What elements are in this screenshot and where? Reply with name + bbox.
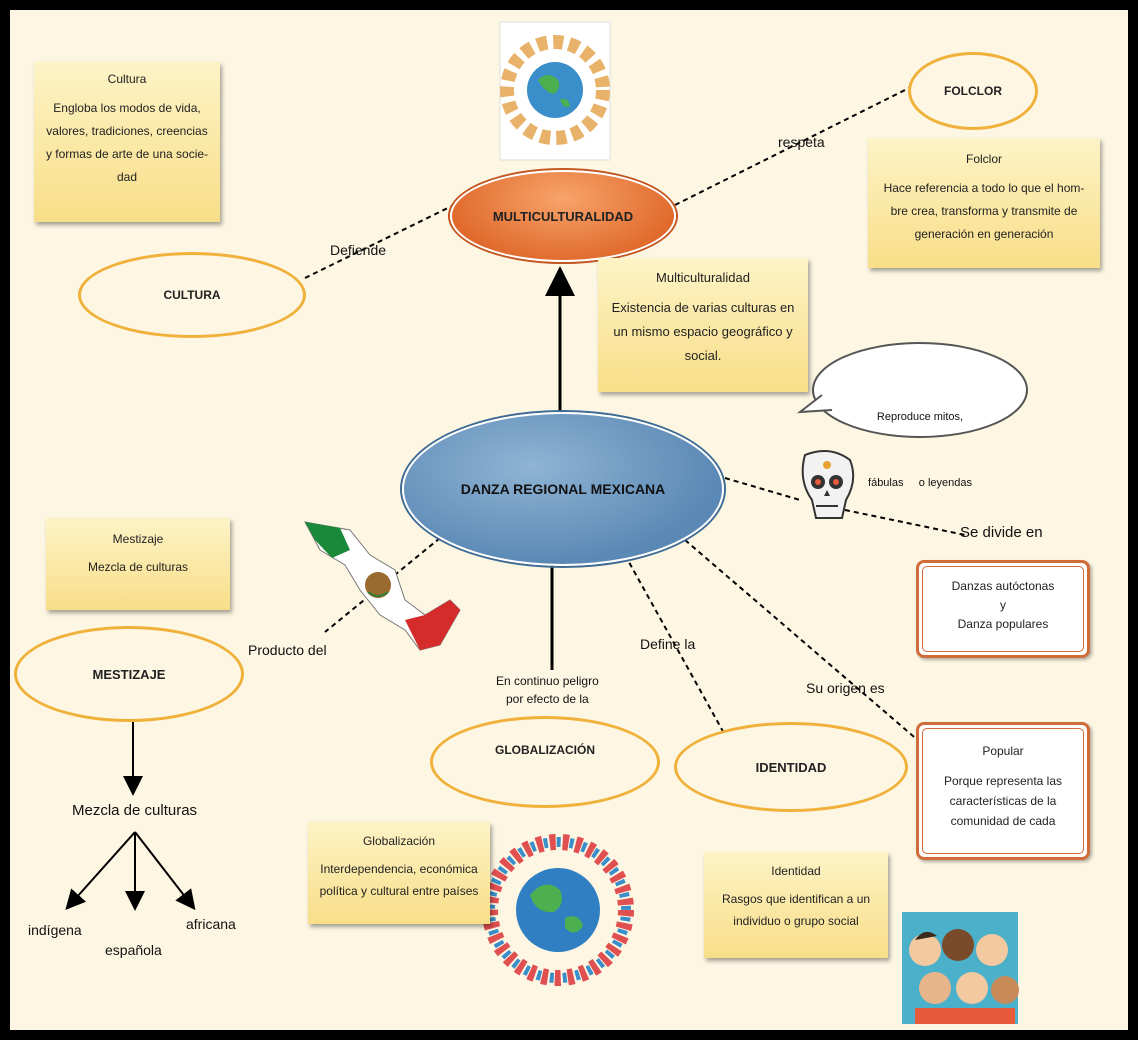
note-identidad-body: Rasgos que identifican a un individuo o … xyxy=(721,892,871,928)
danzas-box: Danzas autóctonas y Danza populares xyxy=(916,560,1090,658)
note-folclor: Folclor Hace referencia a todo lo que el… xyxy=(868,138,1100,268)
connector-lines xyxy=(65,21,1028,1024)
label-su-origen-es: Su origen es xyxy=(806,680,885,696)
note-identidad-title: Identidad xyxy=(771,864,821,878)
mezcla-indigena: indígena xyxy=(28,922,82,938)
skull-illustration xyxy=(801,450,855,519)
connector-cultura xyxy=(304,201,461,279)
globalizacion-oval-label: GLOBALIZACIÓN xyxy=(495,743,595,757)
note-cultura-body: Engloba los modos de vida, valores, trad… xyxy=(45,101,209,184)
danzas-line-3: Danza populares xyxy=(957,617,1049,631)
note-multiculturalidad: Multiculturalidad Existencia de varias c… xyxy=(598,258,808,392)
speech-line-2: fábulas o leyendas xyxy=(868,477,972,489)
connector-popular xyxy=(684,539,921,743)
note-folclor-body: Hace referencia a todo lo que el hom-bre… xyxy=(883,181,1085,241)
globalizacion-oval: GLOBALIZACIÓN xyxy=(430,716,660,808)
speech-bubble-text: Reproduce mitos, fábulas o leyendas xyxy=(845,362,995,538)
note-multiculturalidad-body: Existencia de varias culturas en un mism… xyxy=(611,300,795,363)
note-mestizaje: Mestizaje Mezcla de culturas xyxy=(46,518,230,610)
mestizaje-oval: MESTIZAJE xyxy=(14,626,244,722)
label-en-continuo-1: En continuo peligro xyxy=(496,674,599,688)
mezcla-title: Mezcla de culturas xyxy=(72,802,198,819)
center-node-danza-regional-mexicana: DANZA REGIONAL MEXICANA xyxy=(402,412,724,566)
speech-line-1: Reproduce mitos, xyxy=(876,411,964,423)
center-node-label: DANZA REGIONAL MEXICANA xyxy=(460,481,666,497)
note-folclor-title: Folclor xyxy=(965,152,1002,166)
mexico-map-illustration xyxy=(304,521,461,651)
cultura-oval: CULTURA xyxy=(78,252,306,338)
danzas-line-1: Danzas autóctonas xyxy=(951,579,1055,593)
note-globalizacion: Globalización Interdependencia, económic… xyxy=(308,822,490,924)
connector-danzas xyxy=(844,509,966,536)
note-cultura-title: Cultura xyxy=(107,72,147,86)
mestizaje-oval-label: MESTIZAJE xyxy=(92,666,166,682)
note-mestizaje-title: Mestizaje xyxy=(112,532,164,546)
label-en-continuo-2: por efecto de la xyxy=(506,692,589,706)
multiculturalidad-label: MULTICULTURALIDAD xyxy=(492,208,634,224)
label-define-la: Define la xyxy=(640,636,696,652)
connector-skull xyxy=(724,477,801,501)
connector-identidad xyxy=(624,554,726,736)
mezcla-africana: africana xyxy=(186,916,236,932)
folclor-oval: FOLCLOR xyxy=(908,52,1038,130)
folclor-oval-label: FOLCLOR xyxy=(944,84,1002,98)
popular-title: Popular xyxy=(982,744,1024,758)
children-circle-illustration xyxy=(499,21,611,161)
kids-group-illustration xyxy=(902,912,1019,1024)
note-cultura: Cultura Engloba los modos de vida, valor… xyxy=(34,62,220,222)
label-producto-del: Producto del xyxy=(248,642,327,658)
identidad-oval: IDENTIDAD xyxy=(674,722,908,812)
identidad-oval-label: IDENTIDAD xyxy=(755,759,827,775)
note-globalizacion-body: Interdependencia, económica política y c… xyxy=(319,862,479,898)
globe-people-illustration xyxy=(482,834,634,986)
note-multiculturalidad-title: Multiculturalidad xyxy=(656,270,750,285)
label-defiende: Defiende xyxy=(330,242,387,258)
arrow-indigena xyxy=(65,831,136,910)
label-respeta: respeta xyxy=(778,134,825,150)
speech-bubble-shape xyxy=(796,342,1028,438)
note-globalizacion-title: Globalización xyxy=(362,834,436,848)
mezcla-espanola: española xyxy=(105,942,162,958)
label-se-divide-en: Se divide en xyxy=(960,524,1043,541)
cultura-oval-label: CULTURA xyxy=(163,288,221,302)
popular-body: Porque representa las características de… xyxy=(943,774,1063,828)
multiculturalidad-node: MULTICULTURALIDAD xyxy=(450,170,676,262)
danzas-line-2: y xyxy=(1000,598,1006,612)
popular-box: Popular Porque representa las caracterís… xyxy=(916,722,1090,860)
note-mestizaje-body: Mezcla de culturas xyxy=(87,560,189,574)
note-identidad: Identidad Rasgos que identifican a un in… xyxy=(704,852,888,958)
arrow-africana xyxy=(134,831,196,911)
